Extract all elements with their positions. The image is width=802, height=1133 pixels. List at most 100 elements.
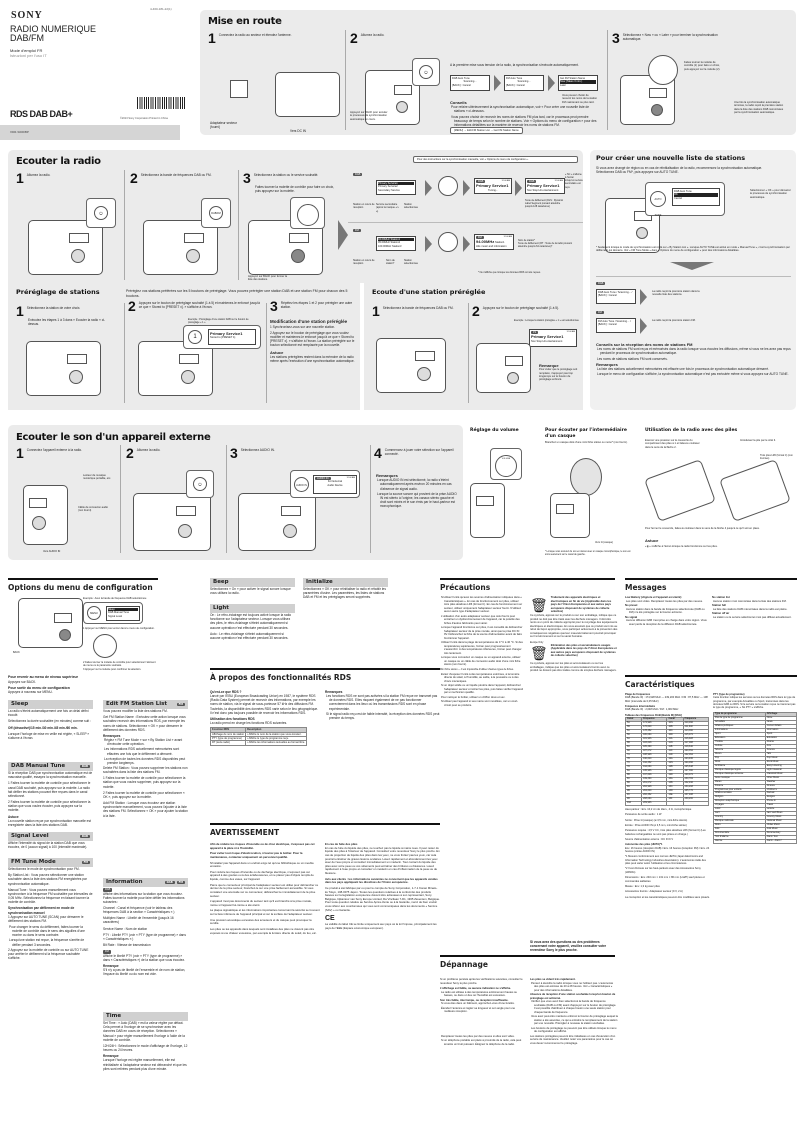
choice-note: Vous pouvez choisir de recevoir les noms… [562,94,598,104]
radio-illustration [476,343,531,393]
adapter-label: Adaptateur secteur (fourni) [210,121,237,130]
control-dial-callout [290,197,325,229]
first-time-note: A la première mise sous tension de la ra… [450,63,579,67]
preset-remark: Remarque Pour éviter que le préréglage s… [539,363,578,382]
back-cancel-note: Appuyez sur BACK pour annuler le process… [350,111,388,121]
depannage-section: Si vous avez des questions ou des problè… [440,940,615,970]
radio-illustration [365,70,420,125]
battery-compartment-illustration [719,459,791,522]
radio-illustration [376,338,446,393]
nouvelle-liste-panel: Pour créer une nouvelle liste de station… [590,150,796,410]
rds-section: À propos des fonctionnalités RDS [210,668,440,683]
dial-note: Faites tourner la molette de contrôle (1… [684,61,721,71]
dab-tag: DAB [353,173,363,177]
ecouter-radio-title: Ecouter la radio [16,156,101,167]
weee-bin-icon: 🗑 [530,597,548,613]
time-section: Time Set Time : « Auto (DAB) » est la va… [103,1012,188,1071]
radio-illustration [23,485,68,545]
caracteristiques-section: Caractéristiques [625,675,797,690]
sleep-section: Sleep La radio s'éteint automatiquement … [8,700,93,742]
setup-step-2: 2 Allumez la radio. [350,30,385,46]
messages-section: Messages [625,578,797,593]
product-title: RADIO NUMERIQUE DAB/FM [10,24,97,44]
tips-box: Conseils Pour refaire ultérieurement la … [450,100,597,134]
radio-illustration [28,220,103,275]
sony-logo: SONY [11,10,43,21]
model-bar [0,125,180,140]
radio-illustration [133,493,211,551]
config-section: Options du menu de configuration [8,578,158,593]
fm-tag: FM [353,229,361,233]
battery-cover-illustration [644,459,716,522]
power-button-callout: ⏻ [186,470,214,498]
radio-illustration [26,341,101,396]
wall-outlet-icon [230,80,248,98]
prereglage-section: Préréglage de stations Préréglez vos sta… [8,283,360,410]
copyright: ©2013 Sony Corporation Printed in China [120,117,168,120]
radio-illustration [138,341,213,396]
volume-section: Réglage du volume VOLUME [470,428,540,538]
ext-remarks: Remarques Lorsque AUDIO IN est sélection… [376,473,457,509]
dab-auto-tune-lcd: DAB Auto Tune / Scanning... / [BACK] : C… [596,289,636,304]
part-number: 4-460-181-22(1) [150,7,172,11]
model-number: XDR-S60DBP [10,130,29,134]
step3-sub: Faites tourner la molette de contrôle po… [255,185,335,194]
modify-preset: Modification d'une station préréglée 1 S… [270,319,355,363]
dial-icon [438,232,458,252]
dcin-label: Vers DC IN [290,129,306,133]
power-button-callout: ⏻ [86,198,116,228]
band-button-callout: DAB/FM [201,198,231,228]
battery-bin-icon: 🗑 [530,644,548,661]
back-close-note: Appuyez sur BACK pour fermer la liste de… [248,275,288,282]
radio-illustration [605,198,660,253]
radio-illustration [143,220,218,275]
head-illustration [570,458,602,496]
mise-en-route-panel: Mise en route 1 Connectez la radio au se… [200,10,796,135]
done-note: Une fois la synchronisation automatique … [734,101,784,115]
setup-step-3: 3 Sélectionnez « Now » ou « Later » pour… [612,30,718,46]
radio-illustration [238,493,316,551]
ecouter-radio-panel: Ecouter la radio Pour des instructions s… [8,150,583,410]
casque-section: Pour écouter par l'intermédiaire d'un ca… [545,428,631,556]
barcode [137,97,185,109]
rds-tips: Conseils sur la réception des noms de st… [596,342,791,376]
radio-illustration [248,220,323,275]
manual-tune-note: Pour des instructions sur la synchronisa… [413,156,578,164]
rds-dab-logos: RDS DAB DAB+ [10,109,73,119]
avertissement-section: AVERTISSEMENT [210,823,440,838]
